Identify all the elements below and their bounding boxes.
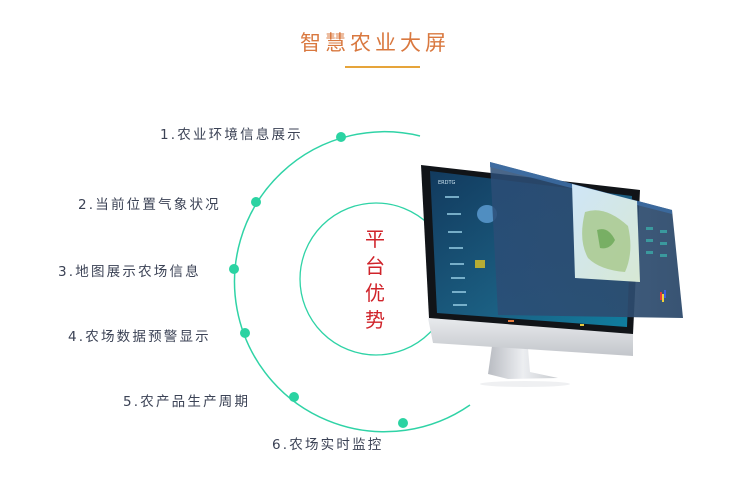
feature-label-3: 3.地图展示农场信息 bbox=[58, 264, 201, 280]
title-underline bbox=[345, 66, 420, 68]
feature-dot-1 bbox=[336, 132, 346, 142]
page-title: 智慧农业大屏 bbox=[300, 31, 450, 55]
monitor-chin bbox=[428, 318, 633, 356]
feature-dot-4 bbox=[240, 328, 250, 338]
center-label: 平台优势 bbox=[365, 227, 385, 332]
feature-dot-6 bbox=[398, 418, 408, 428]
feature-dot-3 bbox=[229, 264, 239, 274]
feature-label-4: 4.农场数据预警显示 bbox=[68, 329, 211, 345]
feature-dot-2 bbox=[251, 197, 261, 207]
feature-label-5: 5.农产品生产周期 bbox=[123, 394, 251, 410]
feature-label-2: 2.当前位置气象状况 bbox=[78, 197, 221, 213]
feature-label-6: 6.农场实时监控 bbox=[272, 437, 384, 453]
outer-ring bbox=[233, 131, 471, 433]
feature-dot-5 bbox=[289, 392, 299, 402]
feature-label-1: 1.农业环境信息展示 bbox=[160, 127, 303, 143]
svg-text:ERDTG: ERDTG bbox=[438, 180, 456, 186]
monitor-stand bbox=[488, 346, 558, 379]
